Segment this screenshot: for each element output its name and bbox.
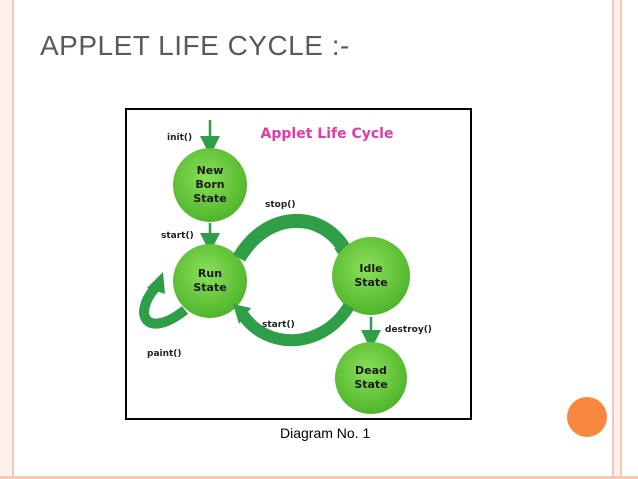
start-arrow-2-head [233, 304, 251, 324]
label-stop: stop() [265, 200, 296, 210]
state-newborn-line2: Born [195, 178, 224, 191]
paint-arrow [139, 284, 189, 329]
right-decor-line-2 [620, 0, 622, 479]
state-idle-line2: State [354, 276, 387, 289]
decorative-orange-circle [567, 397, 607, 437]
right-decor-line-1 [612, 0, 614, 479]
label-destroy: destroy() [385, 325, 432, 335]
left-decor-band [0, 0, 12, 479]
left-decor-line [12, 0, 14, 479]
stop-arrow [232, 213, 352, 262]
start-arrow-2 [238, 302, 355, 347]
state-dead-line1: Dead [355, 364, 387, 377]
state-idle-line1: Idle [359, 262, 382, 275]
diagram-heading: Applet Life Cycle [261, 126, 394, 142]
state-dead [335, 342, 407, 414]
state-run-line1: Run [198, 267, 222, 280]
applet-lifecycle-diagram: Applet Life Cycle init() New Born State … [139, 120, 432, 414]
label-init: init() [167, 133, 192, 143]
state-newborn-line3: State [193, 192, 226, 205]
state-newborn [173, 148, 247, 222]
paint-arrow-head [147, 272, 165, 294]
diagram-caption: Diagram No. 1 [280, 425, 371, 441]
diagram-frame: Applet Life Cycle init() New Born State … [125, 108, 472, 420]
slide-title: APPLET LIFE CYCLE :- [40, 30, 350, 61]
state-newborn-line1: New [197, 164, 224, 177]
bottom-decor-line [0, 476, 638, 479]
state-dead-line2: State [354, 378, 387, 391]
state-run [173, 244, 247, 318]
label-start-2: start() [262, 320, 295, 330]
state-run-line2: State [193, 281, 226, 294]
right-decor-band [614, 0, 620, 479]
label-start-1: start() [161, 231, 194, 241]
label-paint: paint() [147, 349, 182, 359]
state-idle [332, 237, 410, 315]
